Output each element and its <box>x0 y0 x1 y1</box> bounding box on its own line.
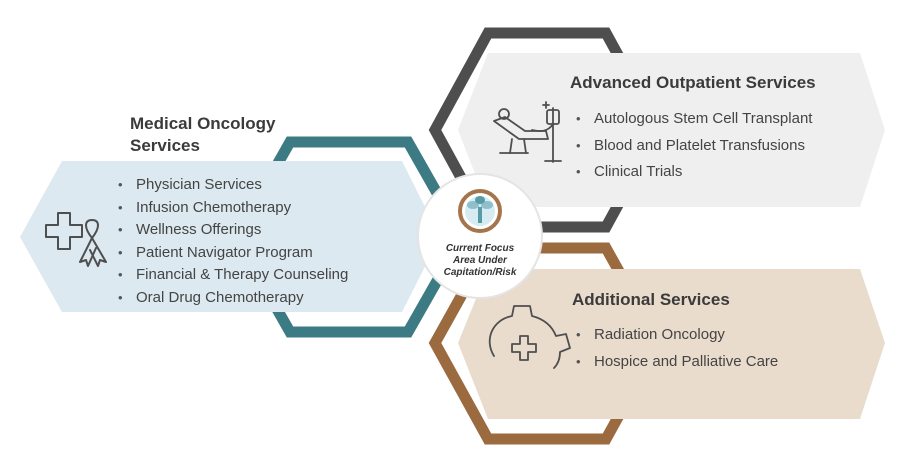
list-item: Infusion Chemotherapy <box>116 197 348 220</box>
additional-list: Radiation Oncology Hospice and Palliativ… <box>574 322 778 375</box>
list-item: Blood and Platelet Transfusions <box>574 133 812 160</box>
list-item: Autologous Stem Cell Transplant <box>574 106 812 133</box>
list-item: Patient Navigator Program <box>116 242 348 265</box>
center-label-line: Current Focus <box>445 243 515 254</box>
tree-logo-icon <box>458 189 502 233</box>
list-item: Oral Drug Chemotherapy <box>116 287 348 310</box>
medical-list: Physician Services Infusion Chemotherapy… <box>116 174 348 309</box>
list-item: Hospice and Palliative Care <box>574 349 778 376</box>
medical-cross-ribbon-icon <box>45 212 107 267</box>
center-label: Current Focus Area Under Capitation/Risk <box>425 243 535 279</box>
center-circle <box>417 173 543 299</box>
list-item: Financial & Therapy Counseling <box>116 264 348 287</box>
list-item: Physician Services <box>116 174 348 197</box>
center-label-line: Capitation/Risk <box>443 267 517 278</box>
advanced-list: Autologous Stem Cell Transplant Blood an… <box>574 106 812 186</box>
infusion-chair-icon <box>493 101 562 163</box>
list-item: Radiation Oncology <box>574 322 778 349</box>
medical-title: Medical Oncology Services <box>130 114 276 155</box>
advanced-title: Advanced Outpatient Services <box>570 73 816 92</box>
center-label-line: Area Under <box>453 255 507 266</box>
additional-title: Additional Services <box>572 290 730 309</box>
list-item: Clinical Trials <box>574 159 812 186</box>
list-item: Wellness Offerings <box>116 219 348 242</box>
gear-plus-icon <box>488 305 571 369</box>
